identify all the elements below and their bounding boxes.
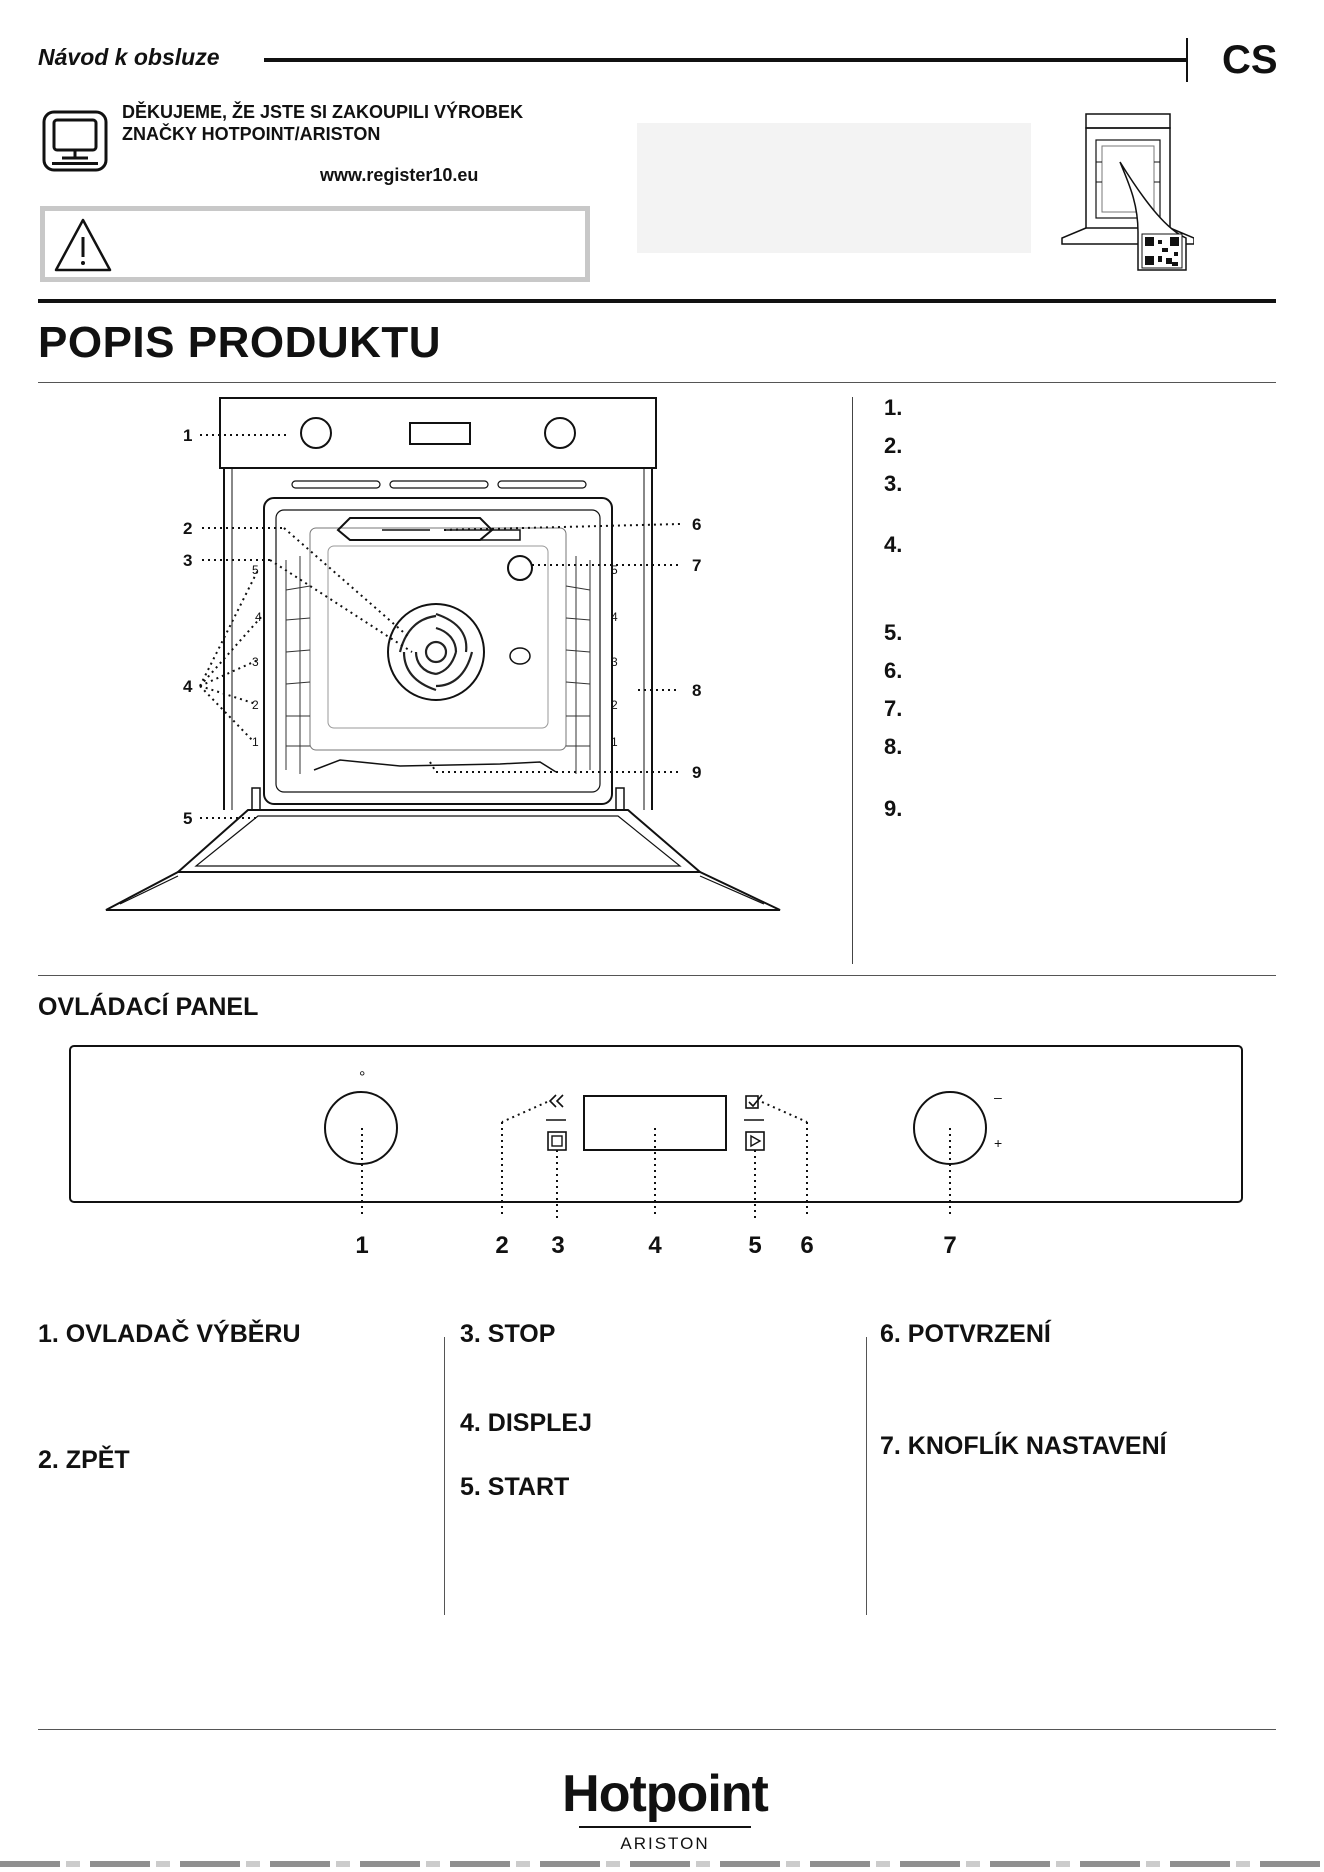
shelf-level-left-5: 5 <box>252 563 259 577</box>
thank-you-line-2: ZNAČKY HOTPOINT/ARISTON <box>122 124 381 144</box>
column-divider <box>444 1337 445 1615</box>
header-rule-tick <box>1186 38 1188 82</box>
header-bottom-rule <box>38 299 1276 303</box>
legend-item-6: 6. <box>884 658 903 683</box>
callout-9: 9 <box>692 763 701 782</box>
oven-qr-code-icon <box>1061 113 1194 271</box>
callout-5: 5 <box>183 809 192 828</box>
warning-triangle-icon <box>54 218 112 272</box>
legend-item-4: 4. <box>884 532 903 557</box>
panel-callout-5: 5 <box>748 1232 761 1259</box>
section-title-control-panel: OVLÁDACÍ PANEL <box>38 993 259 1021</box>
confirm-icon[interactable] <box>745 1094 763 1109</box>
section-rule <box>38 975 1276 976</box>
section-title-product-description: POPIS PRODUKTU <box>38 318 442 367</box>
heading-selection-knob: 1. OVLADAČ VÝBĚRU <box>38 1320 301 1348</box>
shelf-level-left-1: 1 <box>252 735 259 749</box>
stop-icon <box>551 1135 563 1147</box>
callout-8: 8 <box>692 681 701 700</box>
section-rule <box>38 382 1276 383</box>
page-edge-strip <box>0 1861 1324 1867</box>
heading-display: 4. DISPLEJ <box>460 1409 592 1437</box>
shelf-level-right-5: 5 <box>611 563 618 577</box>
heading-adjust-knob: 7. KNOFLÍK NASTAVENÍ <box>880 1432 1167 1460</box>
callout-3: 3 <box>183 551 192 570</box>
oven-knob-right <box>544 417 576 449</box>
register-url[interactable]: www.register10.eu <box>320 165 479 185</box>
thank-you-message: DĚKUJEME, ŽE JSTE SI ZAKOUPILI VÝROBEK Z… <box>122 101 523 145</box>
panel-callout-4: 4 <box>648 1232 662 1259</box>
heading-start: 5. START <box>460 1473 570 1501</box>
oven-knob-left <box>300 417 332 449</box>
legend-divider <box>852 397 853 964</box>
oven-fan <box>387 603 485 701</box>
stop-button[interactable] <box>547 1131 567 1151</box>
oven-lamp <box>507 555 533 581</box>
callout-2: 2 <box>183 519 192 538</box>
legend-item-2: 2. <box>884 433 903 458</box>
legend-item-9: 9. <box>884 796 903 821</box>
language-code: CS <box>1222 38 1278 82</box>
heading-stop: 3. STOP <box>460 1320 556 1348</box>
shelf-level-right-4: 4 <box>611 610 618 624</box>
play-icon <box>750 1134 762 1148</box>
column-divider <box>866 1337 867 1615</box>
panel-callout-3: 3 <box>551 1232 564 1259</box>
shelf-level-left-4: 4 <box>255 610 262 624</box>
panel-callout-7: 7 <box>943 1232 956 1259</box>
oven-display <box>409 422 471 445</box>
callout-1: 1 <box>183 426 192 445</box>
shelf-level-left-2: 2 <box>252 698 259 712</box>
callout-6: 6 <box>692 515 701 534</box>
shelf-level-right-2: 2 <box>611 698 618 712</box>
heading-confirm: 6. POTVRZENÍ <box>880 1320 1051 1348</box>
logo-brand: Hotpoint <box>562 1765 769 1823</box>
header-rule <box>264 58 1186 62</box>
document-title: Návod k obsluze <box>38 44 220 70</box>
knob-plus: + <box>994 1135 1002 1151</box>
legend-item-1: 1. <box>884 395 903 420</box>
legend-item-7: 7. <box>884 696 903 721</box>
panel-callout-2: 2 <box>495 1232 508 1259</box>
panel-callout-6: 6 <box>800 1232 813 1259</box>
legend-item-3: 3. <box>884 471 903 496</box>
legend-item-5: 5. <box>884 620 903 645</box>
hotpoint-ariston-logo: Hotpoint ARISTON <box>560 1766 770 1854</box>
footer-rule <box>38 1729 1276 1730</box>
panel-callout-1: 1 <box>355 1232 368 1259</box>
control-panel-diagram: ° – + 1 2 3 4 5 6 7 <box>69 1045 1243 1259</box>
info-placeholder-box <box>637 123 1031 253</box>
safety-warning-box <box>40 206 590 282</box>
oven-diagram: 1 2 3 4 5 6 7 8 9 5 4 3 2 1 5 4 3 2 1 <box>105 397 781 911</box>
shelf-level-right-3: 3 <box>611 655 618 669</box>
back-icon[interactable] <box>548 1094 564 1108</box>
logo-rule <box>579 1826 751 1828</box>
knob-dot: ° <box>359 1069 365 1086</box>
register-monitor-icon <box>42 110 108 172</box>
legend-item-8: 8. <box>884 734 903 759</box>
logo-sub-brand: ARISTON <box>620 1834 710 1853</box>
heading-back: 2. ZPĚT <box>38 1446 130 1474</box>
callout-4: 4 <box>183 677 193 696</box>
shelf-level-left-3: 3 <box>252 655 259 669</box>
thank-you-line-1: DĚKUJEME, ŽE JSTE SI ZAKOUPILI VÝROBEK <box>122 102 524 122</box>
shelf-level-right-1: 1 <box>611 735 618 749</box>
knob-minus: – <box>994 1089 1002 1105</box>
callout-7: 7 <box>692 556 701 575</box>
display-screen <box>583 1095 727 1151</box>
